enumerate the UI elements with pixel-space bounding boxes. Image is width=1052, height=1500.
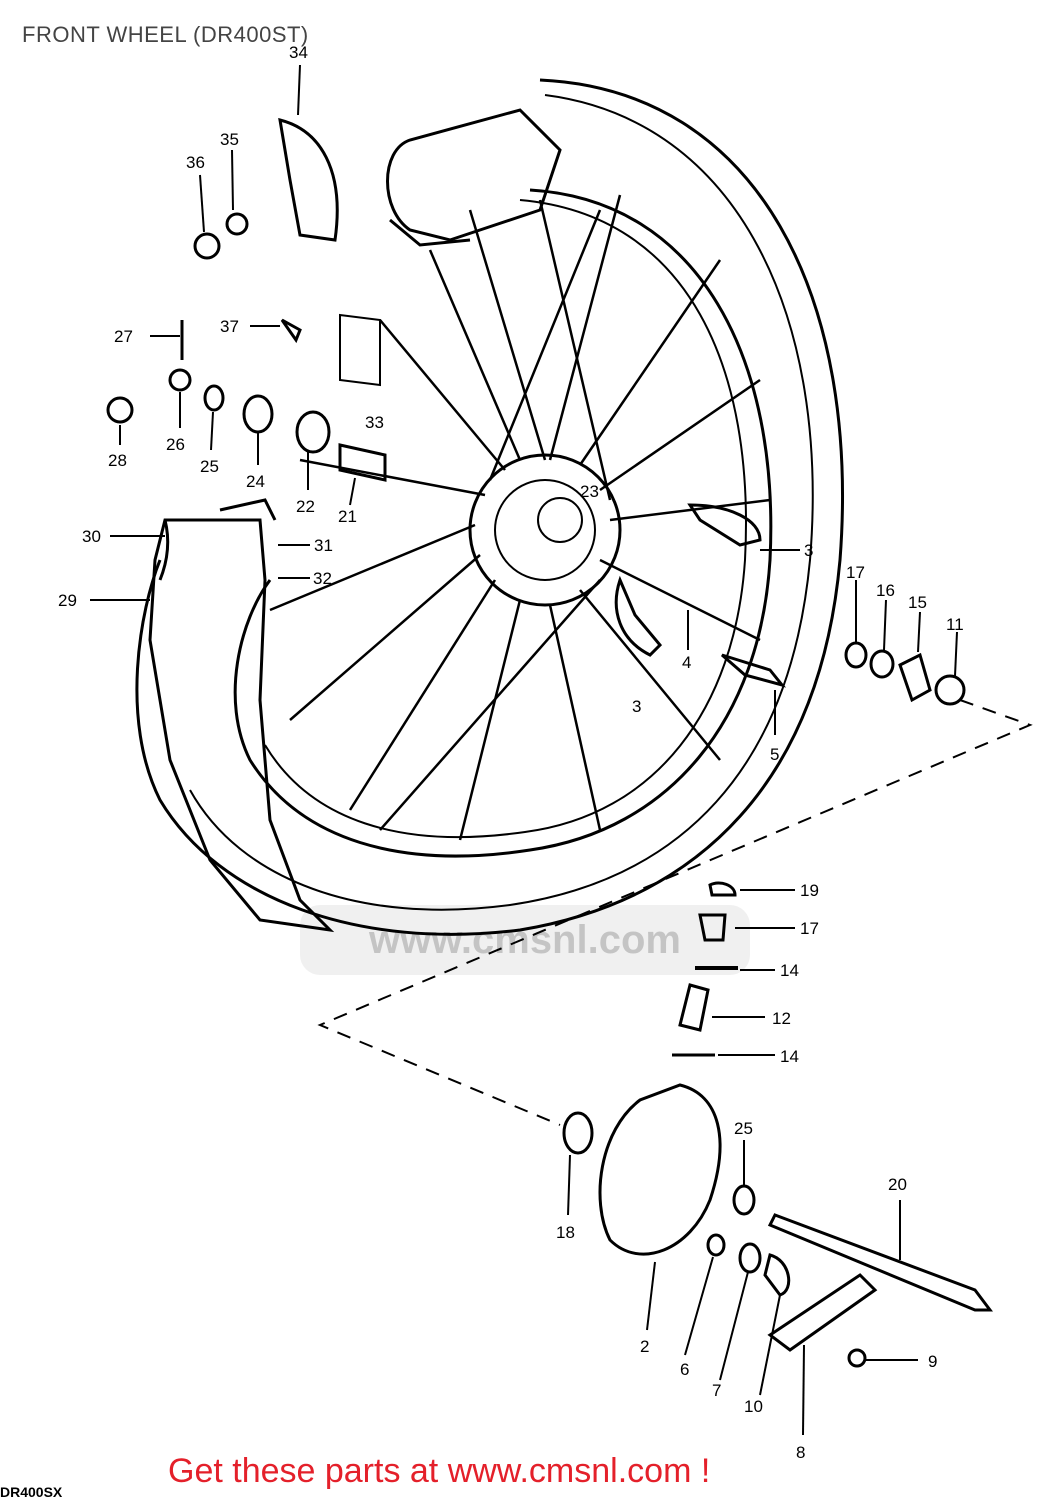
part-26 bbox=[168, 368, 192, 392]
part-16 bbox=[869, 649, 895, 679]
label-6: 6 bbox=[680, 1360, 689, 1379]
brake-shoe bbox=[614, 575, 663, 657]
part-11 bbox=[934, 674, 966, 706]
part-24 bbox=[242, 394, 274, 434]
label-5: 5 bbox=[770, 745, 779, 764]
label-21: 21 bbox=[338, 507, 357, 526]
part-10 bbox=[763, 1253, 791, 1297]
part-25b bbox=[732, 1184, 756, 1216]
label-12: 12 bbox=[772, 1009, 791, 1028]
label-33: 33 bbox=[365, 413, 384, 432]
label-19: 19 bbox=[800, 881, 819, 900]
part-5 bbox=[721, 653, 787, 688]
label-28: 28 bbox=[108, 451, 127, 470]
part-17a bbox=[844, 641, 868, 669]
label-11: 11 bbox=[946, 615, 964, 634]
get-parts-link[interactable]: Get these parts at www.cmsnl.com ! bbox=[168, 1452, 711, 1490]
part-7 bbox=[738, 1242, 762, 1274]
label-24: 24 bbox=[246, 472, 265, 491]
rim bbox=[233, 188, 773, 858]
part-21 bbox=[338, 443, 387, 482]
label-34: 34 bbox=[289, 43, 308, 62]
label-32: 32 bbox=[313, 569, 332, 588]
part-19 bbox=[708, 881, 737, 897]
part-15 bbox=[898, 652, 932, 703]
label-9: 9 bbox=[928, 1352, 937, 1371]
part-17b bbox=[698, 913, 727, 942]
label-17a: 17 bbox=[846, 563, 865, 582]
part-36 bbox=[193, 232, 221, 260]
part-35 bbox=[225, 212, 249, 236]
label-35: 35 bbox=[220, 130, 239, 149]
label-25b: 25 bbox=[734, 1119, 753, 1138]
tire bbox=[135, 78, 844, 936]
label-4: 4 bbox=[682, 653, 691, 672]
label-14a: 14 bbox=[780, 961, 799, 980]
label-27: 27 bbox=[114, 327, 133, 346]
label-3a: 3 bbox=[804, 541, 813, 560]
label-7: 7 bbox=[712, 1381, 721, 1400]
label-31: 31 bbox=[314, 536, 333, 555]
brake-shoe bbox=[687, 503, 762, 547]
inner-tube bbox=[386, 108, 562, 242]
label-36: 36 bbox=[186, 153, 205, 172]
label-8: 8 bbox=[796, 1443, 805, 1462]
spokes bbox=[269, 194, 771, 841]
brake-panel bbox=[598, 1083, 722, 1256]
part-34 bbox=[278, 117, 339, 242]
part-12 bbox=[678, 983, 710, 1032]
label-10: 10 bbox=[744, 1397, 763, 1416]
diagram-code: DR400SX bbox=[0, 1484, 63, 1500]
label-16: 16 bbox=[876, 581, 895, 600]
label-15: 15 bbox=[908, 593, 927, 612]
part-6 bbox=[706, 1233, 726, 1257]
label-30: 30 bbox=[82, 527, 101, 546]
watermark: www.cmsnl.com bbox=[300, 905, 750, 975]
label-23: 23 bbox=[580, 482, 599, 501]
label-29: 29 bbox=[58, 591, 77, 610]
label-22: 22 bbox=[296, 497, 315, 516]
hub bbox=[468, 453, 622, 607]
part-9 bbox=[847, 1348, 867, 1368]
label-37: 37 bbox=[220, 317, 239, 336]
label-3b: 3 bbox=[632, 697, 641, 716]
brake-arm bbox=[767, 1273, 878, 1352]
label-17b: 17 bbox=[800, 919, 819, 938]
label-18: 18 bbox=[556, 1223, 575, 1242]
part-18 bbox=[562, 1111, 594, 1155]
part-25 bbox=[203, 384, 225, 412]
label-2: 2 bbox=[640, 1337, 649, 1356]
page-title: FRONT WHEEL (DR400ST) bbox=[22, 22, 309, 47]
tire-section bbox=[148, 518, 335, 933]
axle bbox=[767, 1213, 993, 1312]
label-14b: 14 bbox=[780, 1047, 799, 1066]
label-25a: 25 bbox=[200, 457, 219, 476]
label-26: 26 bbox=[166, 435, 185, 454]
label-20: 20 bbox=[888, 1175, 907, 1194]
part-28 bbox=[106, 396, 134, 424]
part-22 bbox=[295, 410, 331, 454]
